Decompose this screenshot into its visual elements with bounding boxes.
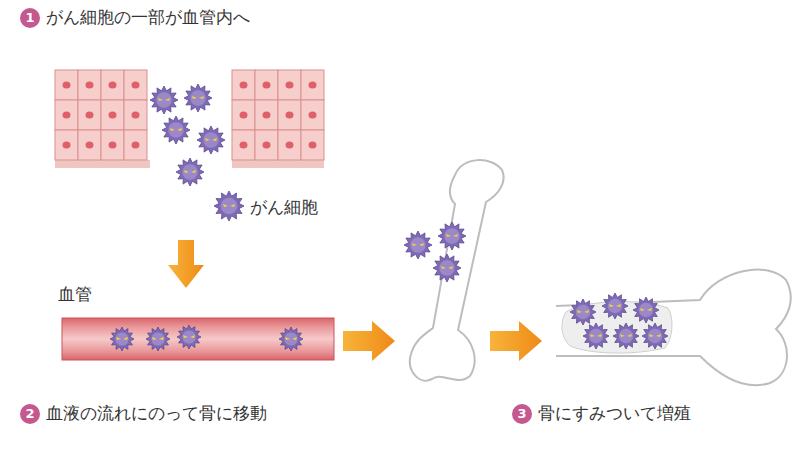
cancer-cell — [433, 254, 461, 282]
tissue-cell — [278, 70, 301, 100]
vessel-label: 血管 — [58, 283, 92, 306]
cell-nucleus — [309, 112, 317, 119]
tissue-cell — [55, 70, 78, 100]
cell-nucleus — [263, 112, 271, 119]
cancer-cell — [176, 158, 204, 186]
cancer-cell — [146, 327, 170, 351]
cell-nucleus — [240, 112, 248, 119]
cancer-cell — [184, 84, 212, 112]
tissue-cell — [124, 100, 147, 130]
cell-nucleus — [109, 112, 117, 119]
cell-nucleus — [132, 112, 140, 119]
tissue-cell — [255, 100, 278, 130]
cancer-cell — [642, 323, 668, 349]
orange-arrow — [343, 321, 395, 361]
tissue-cell — [101, 100, 124, 130]
cancer-cell — [162, 116, 190, 144]
tissue-cell — [232, 70, 255, 100]
tissue-cell — [124, 70, 147, 100]
tissue — [55, 70, 324, 168]
cell-nucleus — [132, 142, 140, 149]
step-heading: 3 骨にすみついて増殖 — [512, 402, 691, 425]
cell-nucleus — [240, 82, 248, 89]
step-text: 血液の流れにのって骨に移動 — [46, 402, 267, 425]
cell-nucleus — [286, 112, 294, 119]
cancer-cell — [110, 327, 134, 351]
cancer-cells — [110, 84, 668, 351]
cancer-cell — [197, 126, 225, 154]
basement-membrane — [55, 160, 150, 168]
cancer-cell — [214, 191, 244, 221]
cancer-cell — [438, 222, 466, 250]
cell-nucleus — [286, 142, 294, 149]
cell-nucleus — [240, 142, 248, 149]
step-heading: 1 がん細胞の一部が血管内へ — [20, 6, 250, 29]
cell-nucleus — [132, 82, 140, 89]
cell-nucleus — [309, 142, 317, 149]
cancer-cell — [613, 323, 639, 349]
cell-nucleus — [263, 82, 271, 89]
cell-label: がん細胞 — [250, 196, 318, 219]
tissue-cell — [301, 70, 324, 100]
cancer-cell — [602, 293, 628, 319]
callout-number: 2 — [20, 404, 40, 424]
tissue-cell — [124, 130, 147, 160]
cell-nucleus — [86, 112, 94, 119]
blood-vessel — [62, 318, 334, 360]
tissue-cell — [278, 130, 301, 160]
tissue-cell — [278, 100, 301, 130]
cancer-cell — [150, 86, 178, 114]
cell-nucleus — [286, 82, 294, 89]
step-text: がん細胞の一部が血管内へ — [46, 6, 250, 29]
tissue-cell — [55, 100, 78, 130]
tissue-cell — [255, 130, 278, 160]
cancer-cell — [177, 325, 201, 349]
callout-number: 1 — [20, 8, 40, 28]
tissue-cell — [101, 130, 124, 160]
tissue-cell — [78, 100, 101, 130]
flow-arrows — [168, 240, 542, 361]
bone — [556, 270, 791, 386]
basement-membrane — [232, 160, 324, 168]
tissue-cell — [78, 70, 101, 100]
cell-nucleus — [263, 142, 271, 149]
step-heading: 2 血液の流れにのって骨に移動 — [20, 402, 267, 425]
cell-nucleus — [86, 142, 94, 149]
cell-nucleus — [63, 112, 71, 119]
orange-arrow — [490, 321, 542, 361]
cancer-cell — [633, 297, 659, 323]
tissue-cell — [55, 130, 78, 160]
cancer-cell — [279, 327, 303, 351]
cancer-cell — [404, 231, 432, 259]
cell-nucleus — [309, 82, 317, 89]
tissue-cell — [78, 130, 101, 160]
orange-arrow — [168, 240, 204, 288]
cell-nucleus — [63, 82, 71, 89]
bone — [410, 160, 504, 381]
tissue-cell — [232, 130, 255, 160]
tissue-cell — [232, 100, 255, 130]
tissue-cell — [255, 70, 278, 100]
callout-number: 3 — [512, 404, 532, 424]
tissue-cell — [301, 130, 324, 160]
cancer-cell — [570, 299, 596, 325]
cancer-cell — [583, 323, 609, 349]
step-text: 骨にすみついて増殖 — [538, 402, 691, 425]
cell-nucleus — [109, 82, 117, 89]
cell-nucleus — [109, 142, 117, 149]
tissue-cell — [101, 70, 124, 100]
cell-nucleus — [86, 82, 94, 89]
cell-nucleus — [63, 142, 71, 149]
tissue-cell — [301, 100, 324, 130]
